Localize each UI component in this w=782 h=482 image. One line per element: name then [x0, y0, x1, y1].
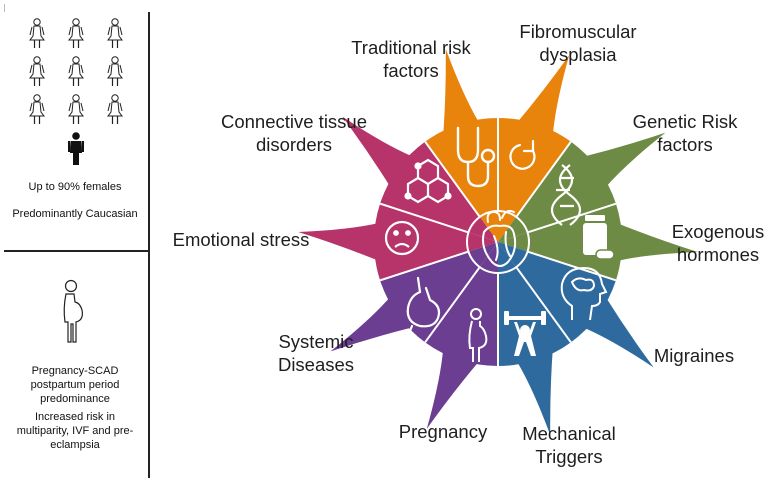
wheel-spoke: [379, 202, 469, 234]
risk-line-3: eclampsia: [50, 439, 100, 451]
female-male-ratio-icon-grid: [29, 18, 123, 165]
wheel-spike: [516, 55, 570, 136]
molecule-icon: [404, 158, 452, 204]
weightlifter-icon: [504, 311, 546, 356]
risk-line-2: multiparity, IVF and pre-: [16, 425, 134, 437]
wheel-sector: [498, 203, 622, 281]
label-connective-tissue-disorders: Connective tissue disorders: [204, 110, 384, 156]
wheel-spike: [582, 132, 666, 188]
wheel-spoke: [424, 141, 481, 218]
wheel-spoke: [527, 250, 617, 282]
label-emotional-stress: Emotional stress: [160, 228, 322, 251]
wheel-spoke: [515, 266, 572, 343]
pregnant-woman-icon: [468, 308, 488, 362]
pregnancy-line-2: postpartum period: [30, 379, 120, 391]
wheel-spoke: [424, 266, 481, 343]
refresh-arrow-icon: [509, 139, 536, 170]
label-mechanical-triggers: Mechanical Triggers: [506, 422, 632, 468]
wheel-spoke: [379, 250, 469, 282]
label-systemic-diseases: Systemic Diseases: [264, 330, 368, 376]
wheel-sectors: [373, 118, 622, 366]
wheel-sector: [498, 118, 571, 242]
label-line: Connective tissue: [220, 111, 368, 132]
sad-face-icon: [384, 220, 420, 256]
anatomical-heart-icon: [482, 209, 517, 267]
wheel-sector: [425, 242, 498, 366]
wheel-spike: [582, 296, 654, 368]
label-line: Mechanical: [522, 423, 616, 444]
wheel-spikes: [298, 48, 698, 436]
scad-risk-factor-wheel: [298, 48, 698, 436]
wheel-spike: [298, 222, 380, 262]
stomach-icon: [406, 276, 441, 338]
wheel-spike: [342, 116, 414, 188]
center-hub: [466, 210, 530, 274]
wheel-sector: [380, 141, 498, 242]
wheel-spike: [516, 348, 553, 436]
wheel-spokes: [379, 118, 617, 366]
wheel-spike: [426, 348, 480, 429]
wheel-spike: [330, 296, 414, 352]
stethoscope-icon: [456, 126, 496, 188]
demographics-panel: Up to 90% females Predominantly Caucasia…: [0, 0, 150, 482]
label-line: Diseases: [277, 354, 355, 375]
wheel-sector: [498, 141, 616, 242]
label-line: Triggers: [535, 446, 603, 467]
label-line: Migraines: [653, 345, 735, 366]
divider-vertical: [148, 12, 150, 478]
label-line: Emotional stress: [172, 229, 310, 250]
label-line: Genetic Risk: [632, 111, 738, 132]
brain-head-icon: [560, 266, 608, 321]
label-fibromuscular-dysplasia: Fibromuscular dysplasia: [500, 20, 656, 66]
corner-tick: [4, 4, 5, 12]
pregnancy-line-3: predominance: [40, 393, 110, 405]
wheel-spoke: [527, 202, 617, 234]
divider-horizontal: [4, 250, 148, 252]
label-genetic-risk-factors: Genetic Risk factors: [620, 110, 750, 156]
label-line: Traditional risk: [351, 37, 471, 58]
increased-risk-text: Increased risk in multiparity, IVF and p…: [0, 410, 150, 452]
caucasian-text: Predominantly Caucasian: [12, 208, 138, 220]
label-line: Exogenous: [671, 221, 765, 242]
dna-icon: [550, 164, 582, 226]
pregnancy-line-1: Pregnancy-SCAD: [31, 365, 119, 377]
label-line: hormones: [676, 244, 760, 265]
label-line: factors: [657, 134, 713, 155]
wheel-spike: [443, 48, 480, 136]
wheel-sector: [498, 242, 616, 343]
females-text: Up to 90% females: [28, 181, 122, 193]
pregnant-woman-outline-icon: [63, 279, 83, 343]
wheel-spoke: [515, 141, 572, 218]
label-line: dysplasia: [539, 44, 617, 65]
wheel-spike: [616, 222, 698, 262]
label-line: Systemic: [278, 331, 354, 352]
label-line: disorders: [255, 134, 333, 155]
pill-bottle-icon: [583, 215, 615, 260]
label-exogenous-hormones: Exogenous hormones: [660, 220, 776, 266]
label-line: Pregnancy: [398, 421, 488, 442]
label-line: Fibromuscular: [519, 21, 637, 42]
label-line: factors: [383, 60, 439, 81]
label-migraines: Migraines: [636, 344, 752, 367]
risk-line-1: Increased risk in: [34, 411, 116, 423]
label-pregnancy: Pregnancy: [388, 420, 498, 443]
wheel-sector: [425, 118, 498, 242]
label-traditional-risk-factors: Traditional risk factors: [326, 36, 496, 82]
wheel-sector: [498, 242, 571, 366]
pregnancy-scad-text: Pregnancy-SCAD postpartum period predomi…: [0, 364, 150, 406]
